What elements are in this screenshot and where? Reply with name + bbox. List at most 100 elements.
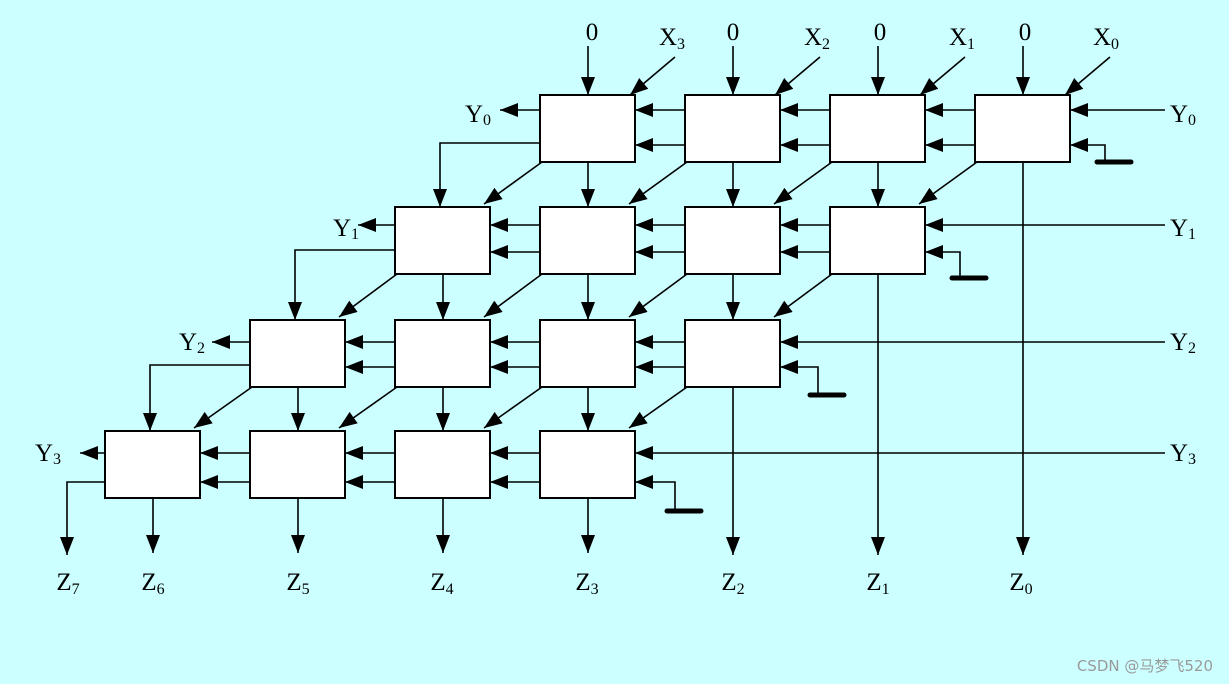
- carry-path-arrow: [433, 142, 540, 207]
- z-label-subscript: 0: [1025, 581, 1033, 598]
- y-label-base: Y: [333, 215, 351, 242]
- adder-cell: [829, 206, 926, 275]
- y-label-subscript: 3: [1188, 451, 1196, 468]
- x-input-arrow: [919, 56, 966, 96]
- adder-cell: [394, 319, 491, 388]
- diagonal-link-arrow: [773, 161, 833, 205]
- diagonal-link-arrow: [338, 386, 398, 429]
- y-label-subscript: 0: [483, 112, 491, 129]
- z-label-subscript: 5: [302, 581, 310, 598]
- adder-cell: [684, 94, 781, 163]
- y2-input-label: Y2: [1170, 329, 1196, 357]
- diagonal-link-arrow: [628, 161, 688, 205]
- z3-output-label: Z3: [575, 569, 598, 598]
- adder-cell: [684, 319, 781, 388]
- z-label-subscript: 3: [591, 581, 599, 598]
- y-label-base: Y: [465, 101, 483, 128]
- y-label-subscript: 1: [1188, 226, 1196, 243]
- y-label-subscript: 0: [1188, 112, 1196, 129]
- adder-cell: [249, 430, 346, 499]
- carry-path-arrow: [288, 249, 395, 320]
- x-label-subscript: 3: [677, 36, 685, 53]
- z-label-base: Z: [866, 569, 881, 596]
- y-label-subscript: 3: [53, 451, 61, 468]
- z-label-base: Z: [721, 569, 736, 596]
- y-label-subscript: 2: [1188, 340, 1196, 357]
- z-label-subscript: 7: [72, 581, 80, 598]
- top-zero-input-label: 0: [1019, 19, 1032, 46]
- z-label-base: Z: [1009, 569, 1024, 596]
- z-label-base: Z: [56, 569, 71, 596]
- adder-cell: [539, 430, 636, 499]
- x-label-base: X: [804, 24, 822, 51]
- adder-cell: [394, 430, 491, 499]
- z-label-subscript: 1: [882, 581, 890, 598]
- z7-output-arrow: [60, 481, 105, 555]
- z-label-base: Z: [286, 569, 301, 596]
- y-label-base: Y: [1170, 101, 1188, 128]
- ground-input-arrow: [780, 360, 819, 393]
- diagram-labels: 0 0 0 0 X3 X2 X1 X0 Y0 Y1 Y2 Y3 Y0 Y1 Y2…: [35, 19, 1213, 675]
- ground-input-arrow: [925, 245, 961, 276]
- y-label-base: Y: [35, 440, 53, 467]
- watermark: CSDN @马梦飞520: [1077, 657, 1213, 675]
- adder-cell: [974, 94, 1071, 163]
- z4-output-label: Z4: [430, 569, 453, 598]
- y0-output-label: Y0: [465, 101, 491, 129]
- adder-cell: [539, 94, 636, 163]
- x-input-arrow: [1064, 56, 1111, 96]
- z-label-base: Z: [430, 569, 445, 596]
- diagonal-link-arrow: [773, 273, 833, 318]
- x-label-base: X: [659, 24, 677, 51]
- z1-output-label: Z1: [866, 569, 889, 598]
- z-label-subscript: 6: [157, 581, 165, 598]
- y-label-base: Y: [179, 329, 197, 356]
- x1-input-label: X1: [949, 24, 975, 53]
- y-label-subscript: 1: [351, 226, 359, 243]
- z-label-subscript: 4: [446, 581, 454, 598]
- z-label-base: Z: [575, 569, 590, 596]
- diagonal-link-arrow: [483, 273, 543, 318]
- x-label-subscript: 2: [822, 36, 830, 53]
- y-label-base: Y: [1170, 440, 1188, 467]
- y2-output-label: Y2: [179, 329, 205, 357]
- adder-cell: [829, 94, 926, 163]
- x-label-base: X: [1093, 24, 1111, 51]
- x-input-arrow: [774, 56, 821, 96]
- diagonal-link-arrow: [483, 161, 543, 205]
- adder-cell: [394, 206, 491, 275]
- top-zero-input-label: 0: [727, 19, 740, 46]
- y1-output-label: Y1: [333, 215, 359, 243]
- y-label-base: Y: [1170, 329, 1188, 356]
- ground-input-arrow: [635, 475, 676, 509]
- carry-path-arrow: [143, 364, 250, 431]
- x-label-base: X: [949, 24, 967, 51]
- y-label-subscript: 2: [197, 340, 205, 357]
- z-label-subscript: 2: [737, 581, 745, 598]
- adder-cell: [539, 206, 636, 275]
- top-zero-input-label: 0: [586, 19, 599, 46]
- adder-cell: [684, 206, 781, 275]
- y0-input-label: Y0: [1170, 101, 1196, 129]
- adder-cell: [249, 319, 346, 388]
- x2-input-label: X2: [804, 24, 830, 53]
- z0-output-label: Z0: [1009, 569, 1032, 598]
- x-label-subscript: 0: [1111, 36, 1119, 53]
- z7-output-label: Z7: [56, 569, 79, 598]
- x-input-arrow: [629, 56, 676, 96]
- diagonal-link-arrow: [628, 386, 688, 429]
- diagram-shapes: [60, 46, 1165, 555]
- y3-input-label: Y3: [1170, 440, 1196, 468]
- diagonal-link-arrow: [483, 386, 543, 429]
- y3-output-label: Y3: [35, 440, 61, 468]
- x-label-subscript: 1: [967, 36, 975, 53]
- y-label-base: Y: [1170, 215, 1188, 242]
- diagonal-link-arrow: [193, 386, 253, 429]
- z6-output-label: Z6: [141, 569, 164, 598]
- adder-cell: [104, 430, 201, 499]
- diagonal-link-arrow: [628, 273, 688, 318]
- diagonal-link-arrow: [918, 161, 978, 205]
- x3-input-label: X3: [659, 24, 685, 53]
- y1-input-label: Y1: [1170, 215, 1196, 243]
